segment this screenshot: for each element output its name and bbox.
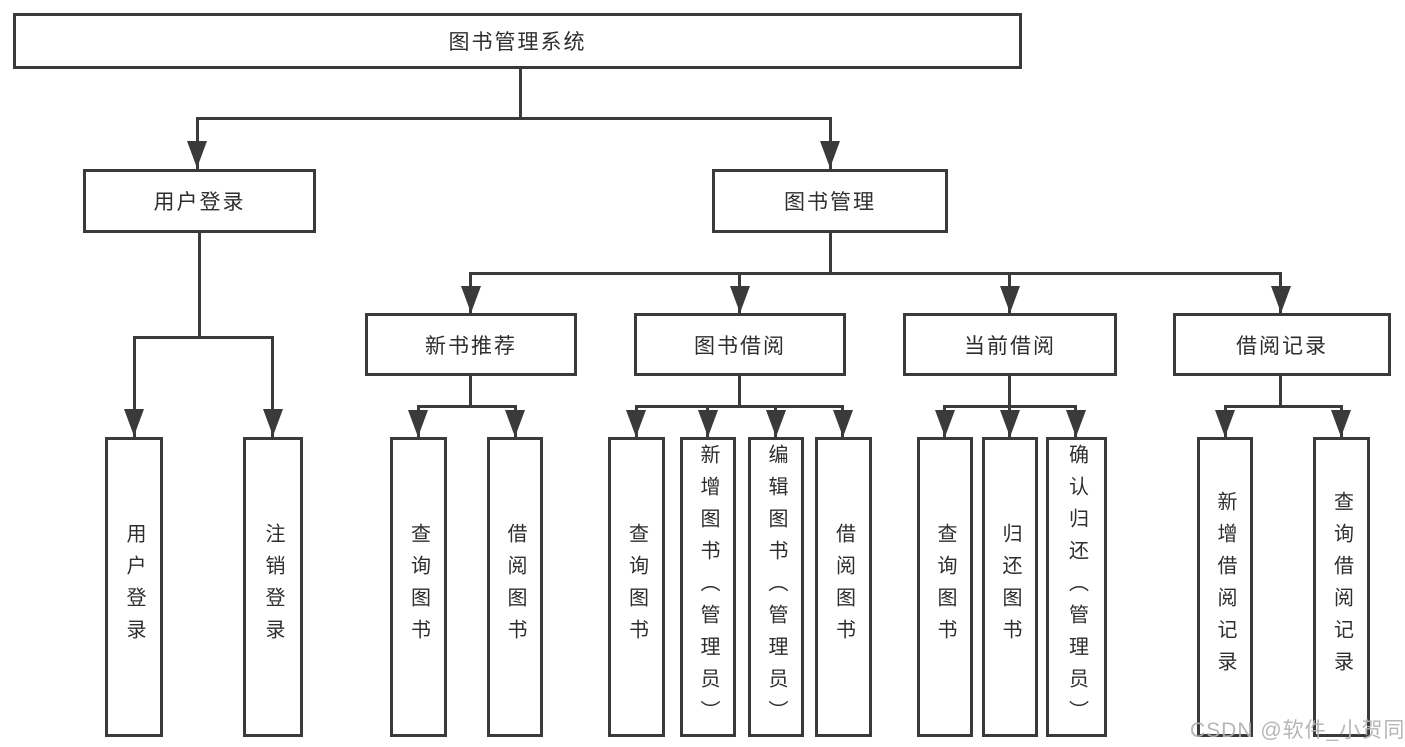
connector-borrow-records-stem [1279, 376, 1282, 405]
arrow-down-icon [698, 410, 718, 437]
leaf-query-books-current: 查询图书 [917, 437, 973, 737]
connector-current-borrow-stem [1008, 376, 1011, 405]
leaf-return-book: 归还图书 [982, 437, 1038, 737]
arrow-down-icon [1215, 410, 1235, 437]
arrow-down-icon [1000, 410, 1020, 437]
arrow-down-icon [187, 141, 207, 168]
arrow-down-icon [820, 141, 840, 168]
arrow-down-icon [1066, 410, 1086, 437]
node-root: 图书管理系统 [13, 13, 1022, 69]
connector-new-book-stem [469, 376, 472, 405]
node-book-management: 图书管理 [712, 169, 948, 233]
connector-borrow-records-rail [1224, 405, 1342, 408]
arrow-down-icon [263, 409, 283, 436]
arrow-down-icon [408, 410, 428, 437]
connector-root-stem [519, 69, 522, 117]
leaf-edit-book-admin: 编辑图书（管理员） [748, 437, 804, 737]
node-book-borrow: 图书借阅 [634, 313, 846, 376]
arrow-down-icon [833, 410, 853, 437]
node-new-book-recommend: 新书推荐 [365, 313, 577, 376]
connector-book-borrow-stem [738, 376, 741, 405]
connector-book-borrow-rail [635, 405, 844, 408]
leaf-user-login: 用户登录 [105, 437, 163, 737]
connector-book-management-stem [829, 233, 832, 272]
arrow-down-icon [1271, 286, 1291, 313]
arrow-down-icon [935, 410, 955, 437]
connector-new-book-rail [417, 405, 517, 408]
leaf-logout: 注销登录 [243, 437, 303, 737]
arrow-down-icon [124, 409, 144, 436]
leaf-query-books-borrow: 查询图书 [608, 437, 665, 737]
connector-level3-rail [469, 272, 1282, 275]
leaf-query-borrow-record: 查询借阅记录 [1313, 437, 1370, 737]
node-borrow-records: 借阅记录 [1173, 313, 1391, 376]
arrow-down-icon [505, 410, 525, 437]
leaf-borrow-books: 借阅图书 [815, 437, 872, 737]
connector-user-login-stem [198, 233, 201, 336]
node-current-borrow: 当前借阅 [903, 313, 1117, 376]
connector-user-login-rail [133, 336, 274, 339]
leaf-query-books-recommend: 查询图书 [390, 437, 447, 737]
arrow-down-icon [626, 410, 646, 437]
connector-level2-rail [196, 117, 832, 120]
arrow-down-icon [1000, 286, 1020, 313]
leaf-borrow-books-recommend: 借阅图书 [487, 437, 543, 737]
arrow-down-icon [461, 286, 481, 313]
node-user-login: 用户登录 [83, 169, 316, 233]
arrow-down-icon [1331, 410, 1351, 437]
leaf-add-borrow-record: 新增借阅记录 [1197, 437, 1253, 737]
arrow-down-icon [766, 410, 786, 437]
leaf-confirm-return-admin: 确认归还（管理员） [1046, 437, 1107, 737]
connector-drop-leaf-user-login [133, 336, 136, 437]
leaf-add-book-admin: 新增图书（管理员） [680, 437, 736, 737]
arrow-down-icon [730, 286, 750, 313]
connector-drop-leaf-logout [271, 336, 274, 437]
